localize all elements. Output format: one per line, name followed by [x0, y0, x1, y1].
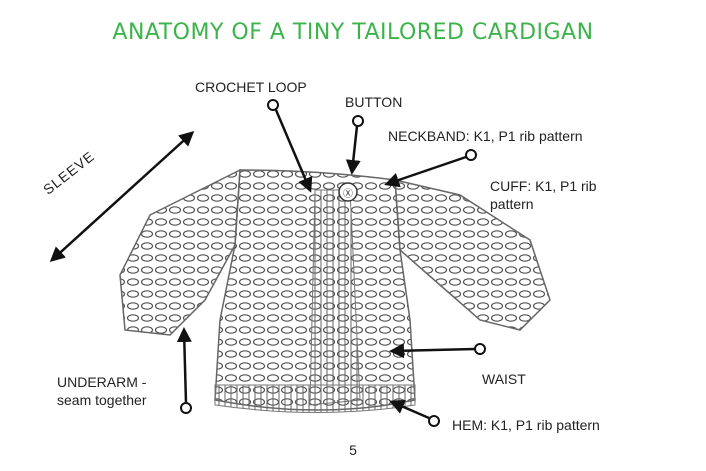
- neckband-callout: [384, 149, 477, 188]
- button-callout: [345, 115, 364, 175]
- neckband-label: NECKBAND: K1, P1 rib pattern: [388, 128, 583, 144]
- underarm-callout: [176, 327, 192, 414]
- hem-label: HEM: K1, P1 rib pattern: [452, 417, 600, 433]
- cardigan-button: [338, 182, 358, 202]
- page-number: 5: [349, 442, 357, 458]
- crochet-loop-callout: [267, 99, 313, 193]
- underarm-label-line1: UNDERARM -: [57, 374, 147, 390]
- page-title: ANATOMY OF A TINY TAILORED CARDIGAN: [112, 20, 594, 45]
- waist-label: WAIST: [482, 371, 526, 387]
- waist-callout: [389, 343, 486, 359]
- crochet-loop-label: CROCHET LOOP: [195, 79, 307, 95]
- hem-band: [214, 384, 416, 413]
- underarm-label-line2: seam together: [57, 392, 147, 408]
- svg-text:Ⓧ: Ⓧ: [343, 188, 353, 200]
- hem-callout: [389, 399, 440, 427]
- cuff-label-line1: CUFF: K1, P1 rib: [490, 178, 597, 194]
- sleeve-arrow: [49, 130, 195, 263]
- cuff-label-line2: pattern: [490, 196, 534, 212]
- right-sleeve: [394, 179, 551, 331]
- button-label: BUTTON: [345, 94, 403, 110]
